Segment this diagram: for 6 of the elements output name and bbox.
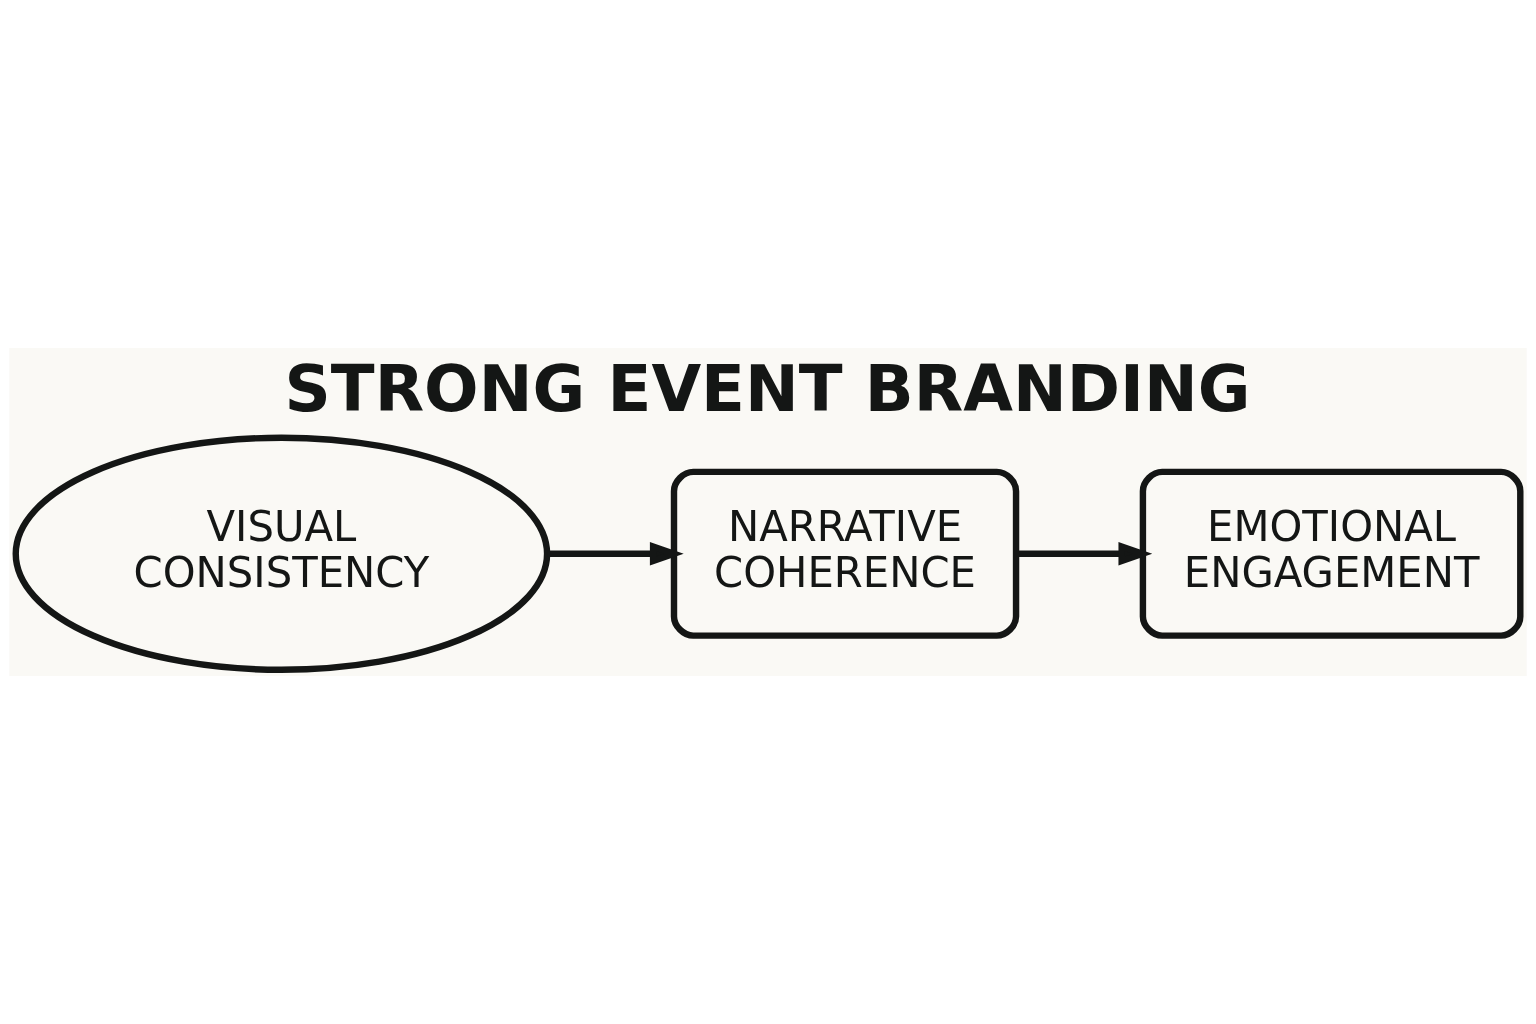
node-box: NARRATIVE COHERENCE [670, 468, 1020, 639]
node-box: EMOTIONAL ENGAGEMENT [1139, 468, 1524, 639]
node-ellipse: VISUAL CONSISTENCY [12, 434, 551, 673]
arrow [1016, 541, 1153, 566]
arrow [547, 541, 684, 566]
diagram-title: STRONG EVENT BRANDING [284, 350, 1251, 426]
